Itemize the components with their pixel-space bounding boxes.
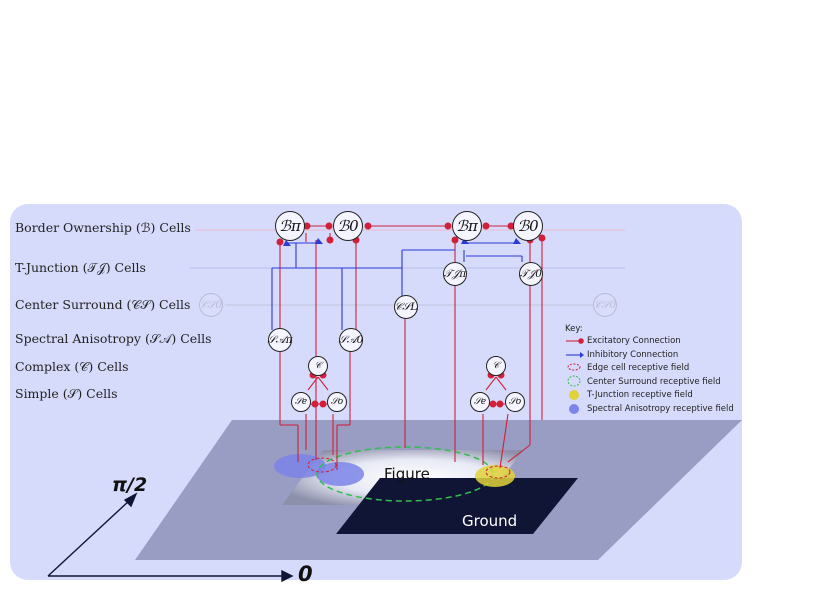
border-cell-pi-right: ℬπ	[452, 211, 482, 241]
legend-symbols	[566, 338, 584, 414]
edge-field-left	[307, 457, 337, 473]
legend-item-spectral-field: Spectral Anisotropy receptive field	[587, 404, 734, 414]
row-label-simple: Simple (𝒮) Cells	[15, 386, 118, 401]
axis-label-horizontal: 0	[298, 562, 313, 586]
row-guides	[190, 229, 625, 306]
row-label-spectral-anisotropy: Spectral Anisotropy (𝒮𝒜) Cells	[15, 331, 212, 346]
ground-region	[336, 478, 578, 534]
t-junction-field	[475, 465, 515, 487]
border-cell-pi-left: ℬπ	[275, 211, 305, 241]
legend-item-t-junction-field: T-Junction receptive field	[587, 390, 693, 400]
complex-cell-right: 𝒞	[486, 356, 506, 376]
row-label-border-ownership: Border Ownership (ℬ) Cells	[15, 220, 191, 235]
simple-cell-even-right: 𝒮e	[470, 392, 490, 412]
center-surround-cell-ghost-right: 𝒞𝒮0	[593, 293, 617, 317]
center-surround-cell-l: 𝒞𝒮L	[394, 295, 418, 319]
row-label-t-junction: T-Junction (𝒯𝒥) Cells	[15, 260, 146, 275]
axis-label-vertical: π/2	[112, 474, 148, 496]
t-junction-cell-pi: 𝒯𝒥π	[443, 262, 467, 286]
simple-cell-even-left: 𝒮e	[291, 392, 311, 412]
row-label-complex: Complex (𝒞) Cells	[15, 359, 129, 374]
inhibitory-wires	[271, 242, 523, 330]
edge-field-right	[485, 465, 511, 479]
legend-item-center-surround-field: Center Surround receptive field	[587, 377, 721, 387]
inhibitory-arrows	[283, 238, 521, 246]
center-surround-cell-ghost-left: 𝒞𝒮0	[199, 293, 223, 317]
spectral-anisotropy-cell-pi: 𝒮𝒜π	[268, 328, 292, 352]
legend-item-inhibitory: Inhibitory Connection	[587, 350, 679, 360]
legend-item-edge-field: Edge cell receptive field	[587, 363, 690, 373]
t-junction-cell-0: 𝒯𝒥0	[519, 262, 543, 286]
spectral-field-right	[316, 462, 364, 486]
complex-cell-left: 𝒞	[308, 356, 328, 376]
border-cell-0-left: ℬ0	[333, 211, 363, 241]
ground-label: Ground	[462, 512, 518, 530]
row-label-center-surround: Center Surround (𝒞𝒮) Cells	[15, 297, 191, 312]
figure-label: Figure	[384, 465, 430, 483]
simple-cell-odd-left: 𝒮o	[327, 392, 347, 412]
excitatory-wires	[279, 225, 543, 470]
legend-item-excitatory: Excitatory Connection	[587, 336, 681, 346]
border-cell-0-right: ℬ0	[513, 211, 543, 241]
orientation-axes	[47, 492, 294, 583]
simple-cell-odd-right: 𝒮o	[505, 392, 525, 412]
spectral-anisotropy-cell-0: 𝒮𝒜0	[339, 328, 363, 352]
legend-title: Key:	[565, 324, 583, 334]
